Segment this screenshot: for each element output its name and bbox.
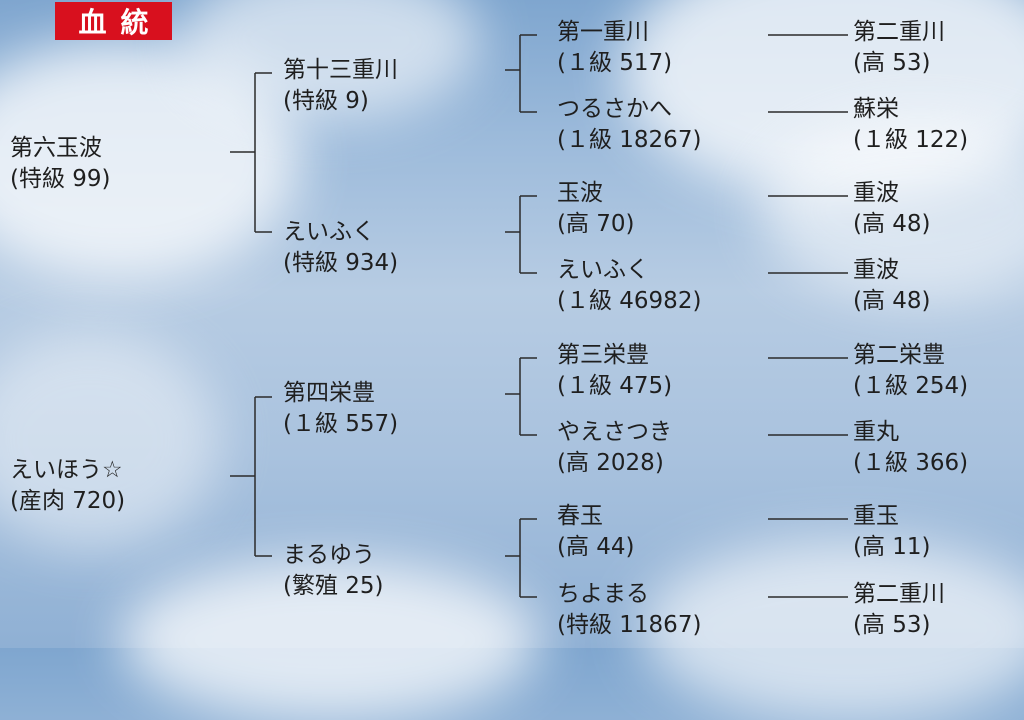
ancestor-ss-dam-name: つるさかへ <box>557 96 672 122</box>
ancestor-sd-sire-node: 玉波 (高 70) <box>557 178 635 240</box>
ancestor-ss-sire-name: 第一重川 <box>557 19 649 45</box>
sire-dam-grade: (特級 934) <box>283 250 399 276</box>
ancestor-g4-1-node: 第二重川 (高 53) <box>853 17 945 79</box>
ancestor-sd-dam-name: えいふく <box>557 257 649 283</box>
ancestor-g4-5-grade: (１級 254) <box>853 373 969 399</box>
ancestor-g4-7-grade: (高 11) <box>853 534 931 560</box>
ancestor-g4-7-node: 重玉 (高 11) <box>853 501 931 563</box>
ancestor-sd-dam-node: えいふく (１級 46982) <box>557 255 701 317</box>
ancestor-ss-dam-grade: (１級 18267) <box>557 127 702 153</box>
ancestor-g4-1-grade: (高 53) <box>853 50 931 76</box>
ancestor-sd-dam-grade: (１級 46982) <box>557 288 702 314</box>
ancestor-dd-sire-node: 春玉 (高 44) <box>557 501 635 563</box>
ancestor-g4-2-name: 蘇栄 <box>853 96 899 122</box>
ancestor-dd-sire-grade: (高 44) <box>557 534 635 560</box>
ancestor-g4-5-node: 第二栄豊 (１級 254) <box>853 340 968 402</box>
ancestor-g4-6-grade: (１級 366) <box>853 450 969 476</box>
ancestor-g4-1-name: 第二重川 <box>853 19 945 45</box>
ancestor-ds-sire-grade: (１級 475) <box>557 373 673 399</box>
sire-dam-name: えいふく <box>283 219 375 245</box>
ancestor-g4-4-node: 重波 (高 48) <box>853 255 931 317</box>
sire-grade: (特級 99) <box>10 166 111 192</box>
ancestor-g4-2-node: 蘇栄 (１級 122) <box>853 94 968 156</box>
ancestor-g4-6-name: 重丸 <box>853 419 899 445</box>
ancestor-g4-3-name: 重波 <box>853 180 899 206</box>
ancestor-g4-3-grade: (高 48) <box>853 211 931 237</box>
ancestor-dd-sire-name: 春玉 <box>557 503 603 529</box>
ancestor-ss-sire-node: 第一重川 (１級 517) <box>557 17 672 79</box>
ancestor-g4-7-name: 重玉 <box>853 503 899 529</box>
sire-name: 第六玉波 <box>10 135 102 161</box>
ancestor-ds-dam-name: やえさつき <box>557 419 672 445</box>
ancestor-ss-dam-node: つるさかへ (１級 18267) <box>557 94 701 156</box>
ancestor-dd-dam-node: ちよまる (特級 11867) <box>557 579 701 641</box>
ancestor-ds-dam-node: やえさつき (高 2028) <box>557 417 672 479</box>
sire-sire-node: 第十三重川 (特級 9) <box>283 55 398 117</box>
ancestor-ds-sire-node: 第三栄豊 (１級 475) <box>557 340 672 402</box>
ancestor-sd-sire-grade: (高 70) <box>557 211 635 237</box>
sire-dam-node: えいふく (特級 934) <box>283 217 398 279</box>
ancestor-ds-sire-name: 第三栄豊 <box>557 342 649 368</box>
dam-grade: (産肉 720) <box>10 488 126 514</box>
dam-node: えいほう☆ (産肉 720) <box>10 455 125 517</box>
sire-sire-grade: (特級 9) <box>283 88 369 114</box>
dam-sire-node: 第四栄豊 (１級 557) <box>283 378 398 440</box>
dam-dam-node: まるゆう (繁殖 25) <box>283 540 384 602</box>
ancestor-g4-8-node: 第二重川 (高 53) <box>853 579 945 641</box>
ancestor-sd-sire-name: 玉波 <box>557 180 603 206</box>
ancestor-g4-2-grade: (１級 122) <box>853 127 969 153</box>
dam-dam-grade: (繁殖 25) <box>283 573 384 599</box>
dam-name: えいほう☆ <box>10 457 123 483</box>
ancestor-g4-6-node: 重丸 (１級 366) <box>853 417 968 479</box>
ancestor-ss-sire-grade: (１級 517) <box>557 50 673 76</box>
sire-node: 第六玉波 (特級 99) <box>10 133 111 195</box>
pedigree-connectors <box>230 34 848 598</box>
ancestor-g4-8-grade: (高 53) <box>853 612 931 638</box>
ancestor-g4-5-name: 第二栄豊 <box>853 342 945 368</box>
sire-sire-name: 第十三重川 <box>283 57 398 83</box>
pedigree-title-badge: 血統 <box>55 2 172 40</box>
pedigree-tree: 第六玉波 (特級 99) えいほう☆ (産肉 720) 第十三重川 (特級 9)… <box>10 17 968 641</box>
ancestor-dd-dam-name: ちよまる <box>557 581 649 607</box>
ancestor-g4-3-node: 重波 (高 48) <box>853 178 931 240</box>
ancestor-dd-dam-grade: (特級 11867) <box>557 612 702 638</box>
ancestor-g4-8-name: 第二重川 <box>853 581 945 607</box>
ancestor-ds-dam-grade: (高 2028) <box>557 450 664 476</box>
dam-sire-grade: (１級 557) <box>283 411 399 437</box>
ancestor-g4-4-grade: (高 48) <box>853 288 931 314</box>
dam-sire-name: 第四栄豊 <box>283 380 375 406</box>
dam-dam-name: まるゆう <box>283 542 375 568</box>
ancestor-g4-4-name: 重波 <box>853 257 899 283</box>
